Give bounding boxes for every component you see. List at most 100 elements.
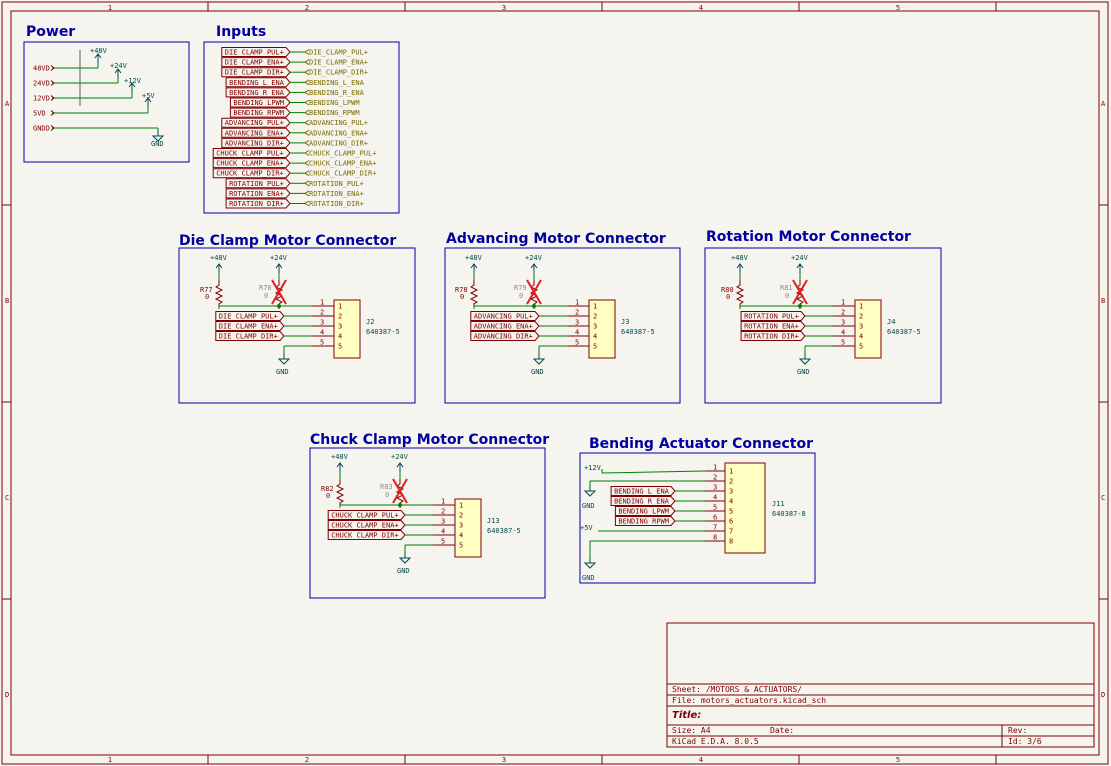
power-net-label: 5VD <box>33 110 46 118</box>
resistor-ref: R77 <box>200 286 213 294</box>
power-net-label: GNDD <box>33 125 50 133</box>
title-block-id: Id: 3/6 <box>1008 737 1042 746</box>
input-hier-label: CHUCK_CLAMP_ENA+ <box>309 160 376 168</box>
gnd-symbol: GND <box>276 368 289 376</box>
resistor-dnp-ref: R81 <box>780 284 793 292</box>
power-symbol-48v: +48V <box>731 254 749 262</box>
title-block-date: Date: <box>770 726 794 735</box>
input-global-label: DIE_CLAMP_DIR+ <box>225 69 284 77</box>
power-symbol-5v: +5V <box>580 524 593 532</box>
resistor-value: 0 <box>205 293 209 301</box>
gnd-symbol: GND <box>397 567 410 575</box>
connector-pin-number: 1 <box>320 299 324 307</box>
resistor-dnp-value: 0 <box>385 491 389 499</box>
connector-signal-label: DIE_CLAMP_ENA+ <box>219 323 278 331</box>
connector-signal-label: ADVANCING_PUL+ <box>474 313 533 321</box>
connector-pin-name: 1 <box>459 502 463 510</box>
input-hier-label: ADVANCING_ENA+ <box>309 129 368 137</box>
connector-pin-number: 5 <box>575 339 579 347</box>
gnd-symbol: GND <box>582 574 595 582</box>
power-symbol-24v: +24V <box>791 254 809 262</box>
frame-row-label-left: A <box>5 100 10 108</box>
power-symbol-12v: +12V <box>124 77 142 85</box>
frame-column-label-top: 4 <box>699 4 703 12</box>
frame-row-label-right: C <box>1101 494 1105 502</box>
frame-row-label-right: A <box>1101 100 1106 108</box>
power-symbol-24v: +24V <box>391 453 409 461</box>
bending-section-title: Bending Actuator Connector <box>589 436 813 452</box>
connector-pin-name: 5 <box>729 508 733 516</box>
connector-pin-number: 1 <box>713 464 717 472</box>
input-global-label: CHUCK_CLAMP_DIR+ <box>216 170 283 178</box>
frame-row-label-right: B <box>1101 297 1105 305</box>
resistor-dnp-value: 0 <box>519 292 523 300</box>
connector-value: 640387-5 <box>621 328 655 336</box>
connector-value: 640387-5 <box>487 527 521 535</box>
power-section-title: Power <box>26 24 75 40</box>
connector-signal-label: DIE_CLAMP_PUL+ <box>219 313 278 321</box>
connector-pin-name: 5 <box>593 343 597 351</box>
input-global-label: BENDING_L_ENA <box>229 79 285 87</box>
connector-pin-number: 4 <box>320 329 324 337</box>
power-symbol-24v: +24V <box>525 254 543 262</box>
input-global-label: ROTATION_DIR+ <box>229 200 284 208</box>
connector-pin-name: 4 <box>729 498 733 506</box>
connector-pin-number: 3 <box>575 319 579 327</box>
connector-signal-label: ROTATION_ENA+ <box>744 323 799 331</box>
connector-pin-number: 5 <box>841 339 845 347</box>
connector-signal-label: BENDING_LPWM <box>618 508 669 516</box>
power-symbol-48v: +48V <box>210 254 228 262</box>
input-hier-label: CHUCK_CLAMP_DIR+ <box>309 170 376 178</box>
connector-signal-label: CHUCK_CLAMP_DIR+ <box>331 532 398 540</box>
input-global-label: CHUCK_CLAMP_PUL+ <box>216 150 283 158</box>
input-global-label: BENDING_RPWM <box>233 109 284 117</box>
connector-pin-name: 6 <box>729 518 733 526</box>
input-hier-label: ROTATION_PUL+ <box>309 180 364 188</box>
frame-column-label-top: 2 <box>305 4 309 12</box>
section-boxes <box>23 41 942 599</box>
power-symbol-24v: +24V <box>270 254 288 262</box>
power-symbol-48v: +48V <box>465 254 483 262</box>
connector-pin-name: 2 <box>859 313 863 321</box>
resistor-dnp-ref: R79 <box>514 284 527 292</box>
title-block-sheet: Sheet: /MOTORS & ACTUATORS/ <box>672 685 802 694</box>
connector-pin-number: 4 <box>575 329 579 337</box>
resistor-value: 0 <box>460 293 464 301</box>
power-symbol-24v: +24V <box>110 62 128 70</box>
resistor-ref: R78 <box>455 286 468 294</box>
connector-ref: J2 <box>366 318 374 326</box>
connector-pin-number: 2 <box>713 474 717 482</box>
die-clamp-section-title: Die Clamp Motor Connector <box>179 233 396 249</box>
connector-pin-name: 4 <box>593 333 597 341</box>
frame-row-label-right: D <box>1101 691 1105 699</box>
connector-pin-number: 3 <box>841 319 845 327</box>
frame-column-label-top: 1 <box>108 4 112 12</box>
resistor-dnp-ref: R83 <box>380 483 393 491</box>
input-global-label: BENDING_LPWM <box>233 99 284 107</box>
title-block <box>666 622 1095 748</box>
gnd-symbol: GND <box>531 368 544 376</box>
title-block-rev: Rev: <box>1008 726 1027 735</box>
connector-ref: J13 <box>487 517 500 525</box>
inputs-section-title: Inputs <box>216 24 266 40</box>
input-hier-label: BENDING_R_ENA <box>309 89 365 97</box>
connector-ref: J11 <box>772 500 785 508</box>
input-global-label: ADVANCING_PUL+ <box>225 119 284 127</box>
connector-signal-label: ADVANCING_ENA+ <box>474 323 533 331</box>
frame-column-label-bottom: 1 <box>108 756 112 764</box>
input-hier-label: CHUCK_CLAMP_PUL+ <box>309 150 376 158</box>
connector-value: 640387-5 <box>887 328 921 336</box>
input-hier-label: DIE_CLAMP_DIR+ <box>309 69 368 77</box>
frame-row-label-left: D <box>5 691 9 699</box>
connector-pin-name: 3 <box>729 488 733 496</box>
connector-pin-name: 2 <box>593 313 597 321</box>
input-global-label: ADVANCING_ENA+ <box>225 129 284 137</box>
connector-pin-name: 1 <box>729 468 733 476</box>
connector-ref: J4 <box>887 318 895 326</box>
power-net-label: 48VD <box>33 65 50 73</box>
title-block-title: Title: <box>672 710 701 721</box>
frame-column-label-bottom: 5 <box>896 756 900 764</box>
chuck-clamp-section-title: Chuck Clamp Motor Connector <box>310 432 549 448</box>
